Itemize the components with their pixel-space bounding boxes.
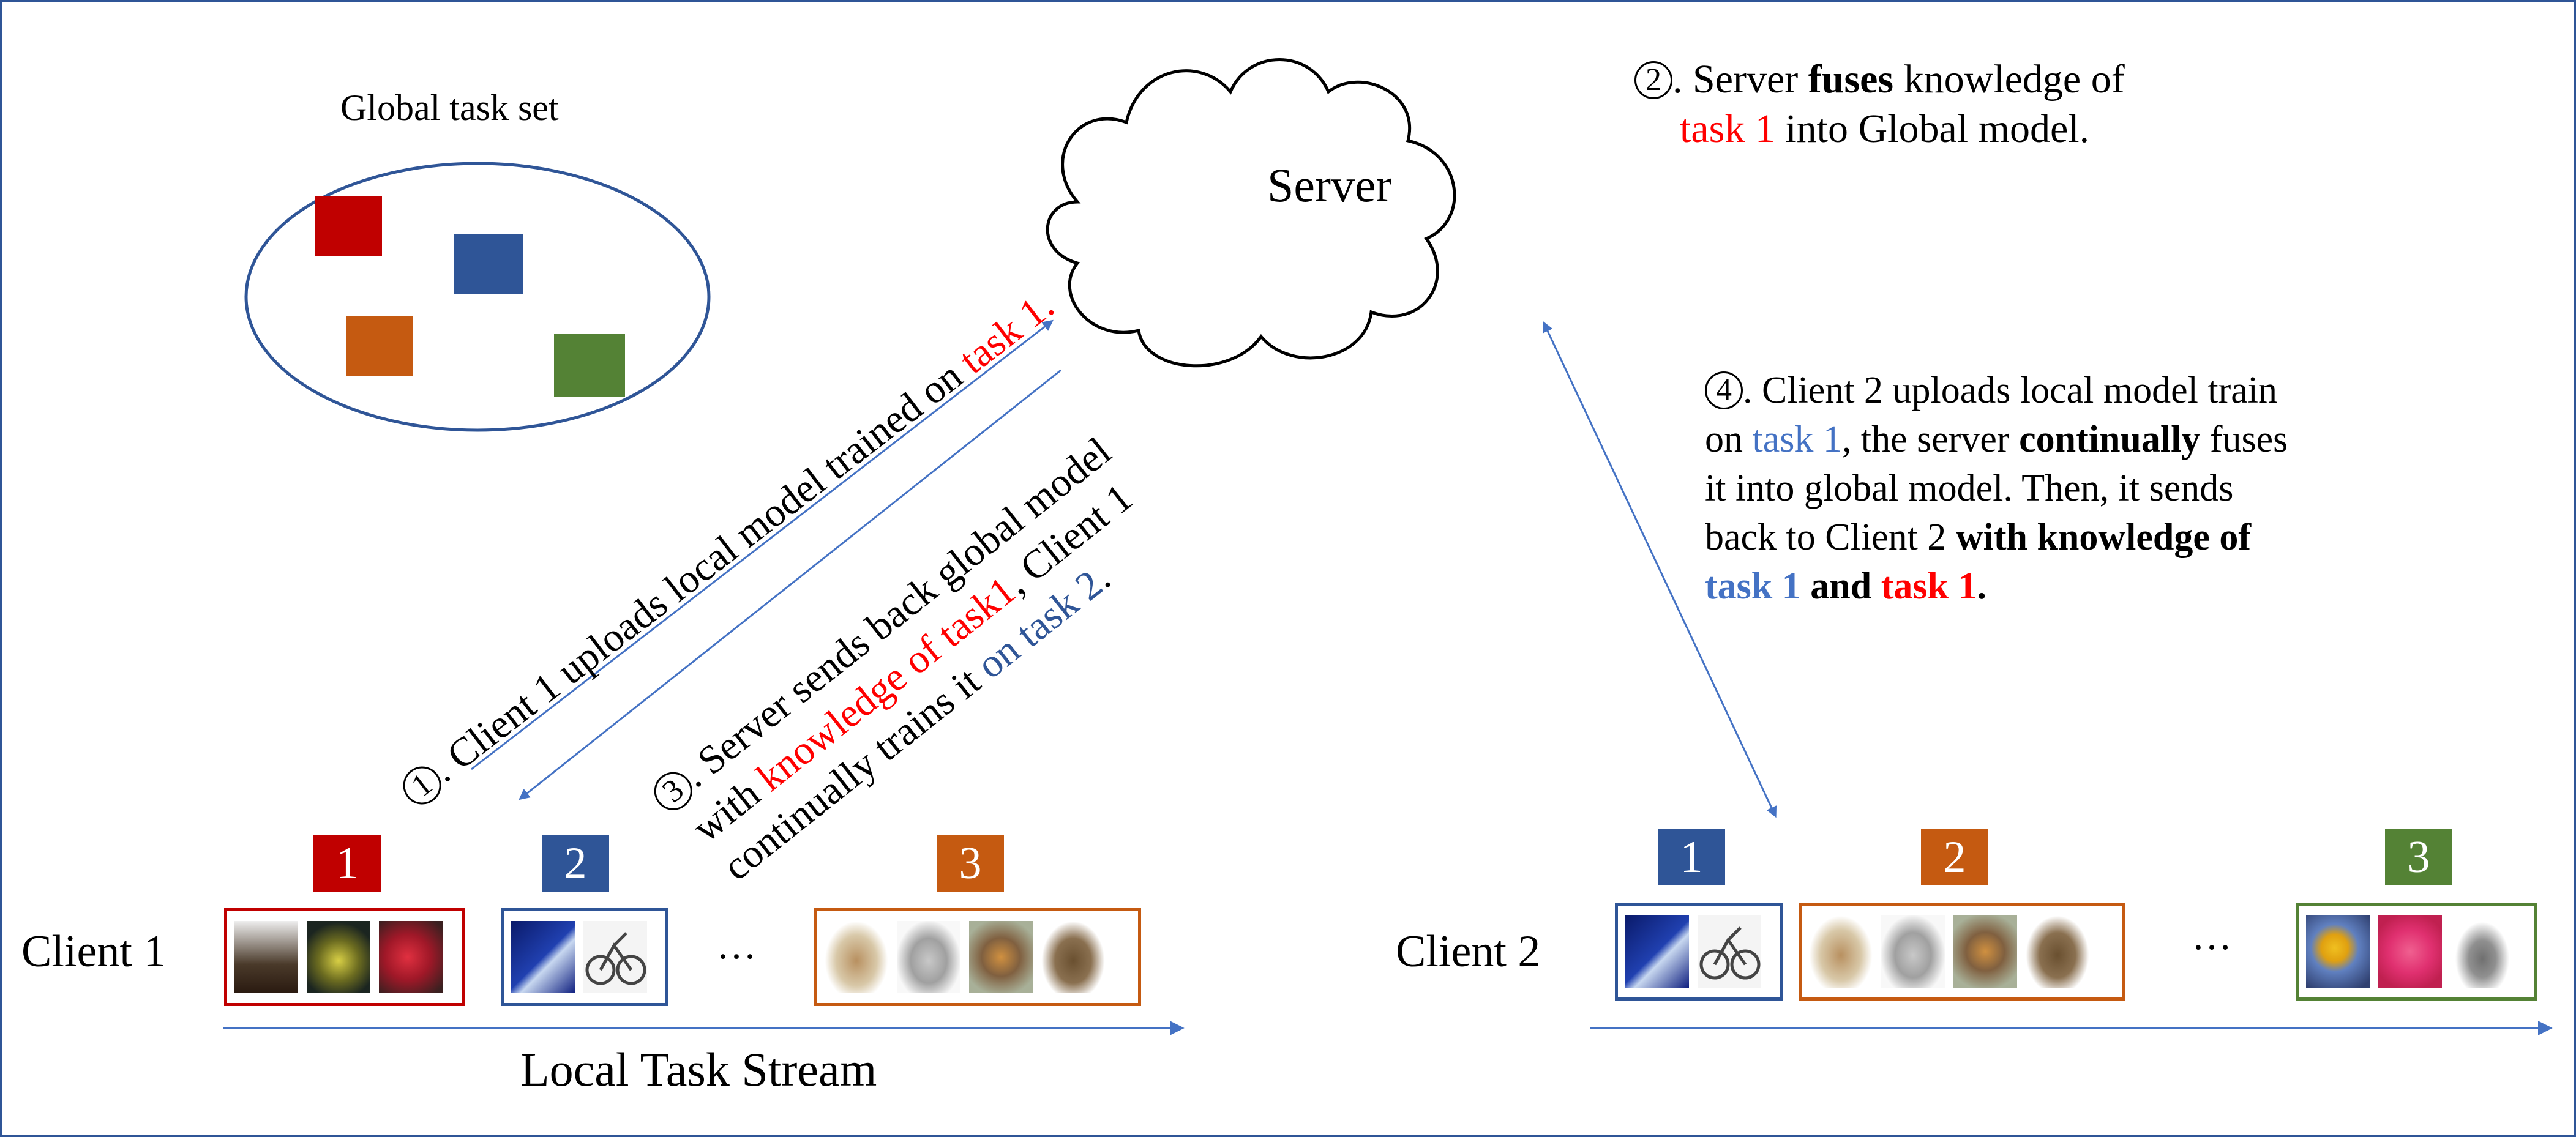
- client1-task-2-badge: 2: [542, 835, 609, 892]
- camel-image: [825, 921, 888, 993]
- client2-ellipsis: …: [2192, 914, 2232, 958]
- step4-text: . Client 2 uploads local model train: [1743, 370, 2277, 411]
- step4-bold: .: [1977, 565, 1987, 607]
- client1-label: Client 1: [21, 926, 167, 977]
- cloud-icon: [1046, 58, 1456, 368]
- step4-annotation: 4. Client 2 uploads local model train on…: [1705, 366, 2288, 611]
- step4-task-highlight: task 1: [1705, 565, 1801, 607]
- turtle-image: [2026, 915, 2089, 988]
- step2-task-highlight: task 1: [1680, 106, 1775, 151]
- client1-task-1-badge: 1: [313, 835, 381, 892]
- client1-ellipsis: …: [716, 923, 757, 967]
- client1-task-2-images: [501, 908, 668, 1006]
- client2-task-1-badge: 1: [1658, 829, 1725, 885]
- server-label: Server: [1267, 158, 1392, 212]
- global-task-set-ellipse: [244, 162, 711, 432]
- upload-arrow: [471, 319, 1054, 770]
- tiger-image: [1953, 915, 2017, 988]
- client2-task-3-images: [2296, 903, 2537, 1001]
- step4-text: , the server: [1841, 419, 2020, 460]
- client2-task-1-images: [1615, 903, 1783, 1001]
- shark-image: [1625, 915, 1689, 988]
- van-image: [1881, 915, 1945, 988]
- step2-annotation: 2. Server fuses knowledge of task 1 into…: [1634, 55, 2125, 154]
- step2-text: . Server: [1672, 57, 1808, 102]
- client1-task-3-images: [814, 908, 1141, 1006]
- shark-image: [511, 921, 575, 993]
- bear-image: [234, 921, 298, 993]
- client2-label: Client 2: [1396, 926, 1541, 977]
- step4-number: 4: [1705, 371, 1743, 409]
- apples-image: [379, 921, 443, 993]
- step4-bold: with knowledge of: [1955, 516, 2252, 558]
- client1-task-1-images: [224, 908, 465, 1006]
- step4-bold: and: [1800, 565, 1881, 607]
- global-task-2-square: [454, 234, 523, 294]
- rabbit-image: [2451, 915, 2514, 988]
- global-task-1-square: [315, 196, 382, 256]
- turtle-image: [1041, 921, 1105, 993]
- client2-server-arrow: [1542, 321, 1777, 818]
- client2-task-2-images: [1799, 903, 2125, 1001]
- rose-image: [2378, 915, 2442, 988]
- step4-text: on: [1705, 419, 1753, 460]
- step4-text: back to Client 2: [1705, 516, 1956, 558]
- step4-task-highlight: task 1: [1752, 419, 1842, 460]
- global-task-set-label: Global task set: [340, 88, 559, 128]
- step4-text: fuses: [2200, 419, 2288, 460]
- step4-bold: continually: [2019, 419, 2201, 460]
- step2-bold: fuses: [1808, 57, 1894, 102]
- step2-number: 2: [1634, 61, 1672, 99]
- bicycle-image: [1698, 915, 1761, 988]
- client2-task-3-badge: 3: [2385, 829, 2452, 885]
- bicycle-image: [583, 921, 647, 993]
- sunflower-image: [2306, 915, 2370, 988]
- step2-text: knowledge of: [1893, 57, 2125, 102]
- camel-image: [1809, 915, 1873, 988]
- client1-task-3-badge: 3: [937, 835, 1004, 892]
- van-image: [897, 921, 960, 993]
- tiger-image: [969, 921, 1033, 993]
- step4-text: it into global model. Then, it sends: [1705, 468, 2234, 509]
- local-task-stream-label: Local Task Stream: [520, 1043, 877, 1096]
- step2-text: into Global model.: [1775, 106, 2090, 151]
- send-back-arrow: [519, 369, 1061, 800]
- step4-task-highlight: task 1: [1881, 565, 1977, 607]
- client2-task-2-badge: 2: [1921, 829, 1988, 885]
- global-task-4-square: [554, 334, 625, 397]
- global-task-3-square: [346, 316, 413, 376]
- fish-image: [307, 921, 370, 993]
